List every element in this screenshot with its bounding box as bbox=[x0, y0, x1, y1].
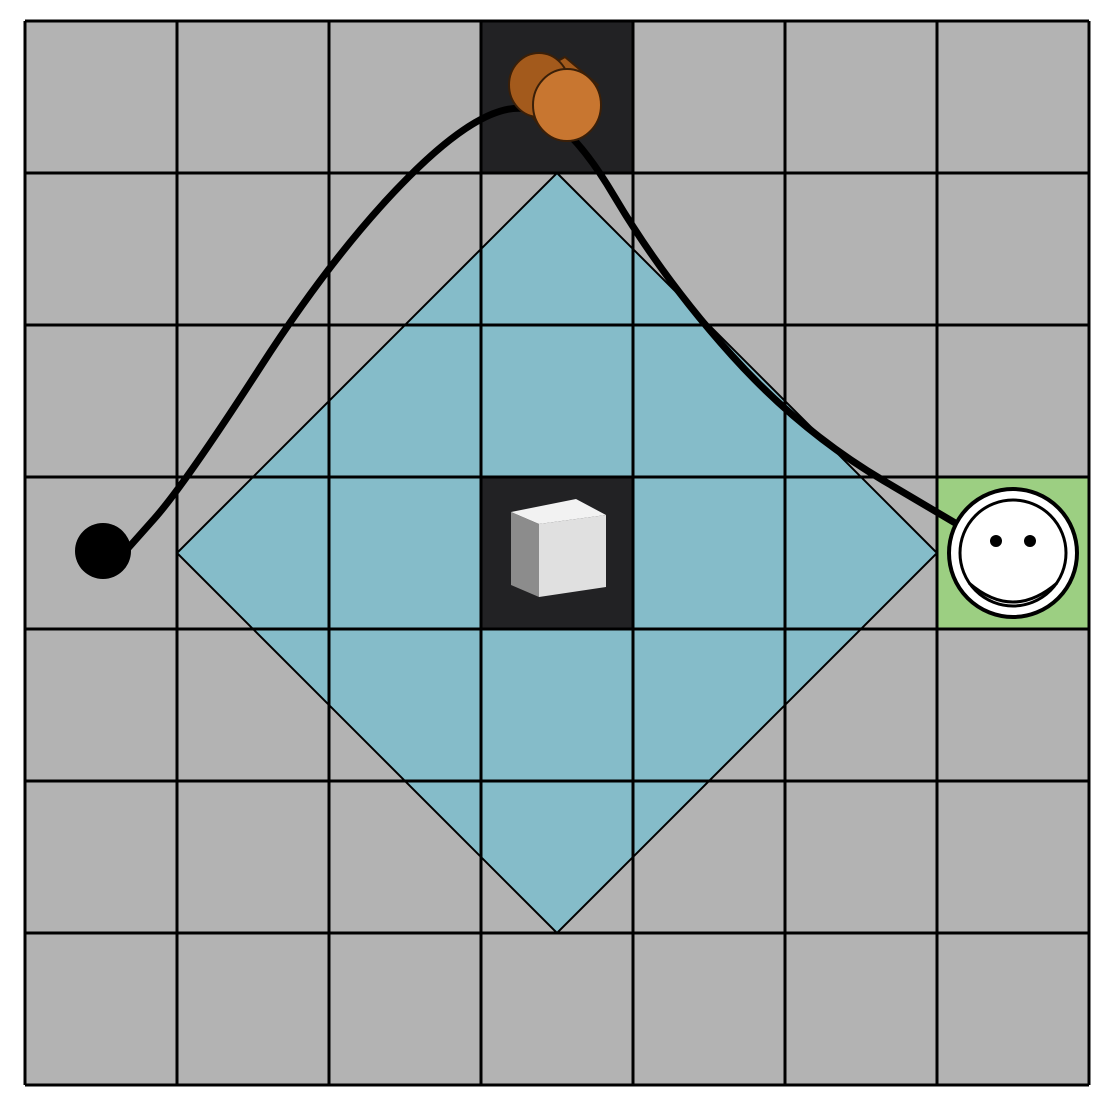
robot-face-icon bbox=[947, 487, 1079, 619]
barrel-lid bbox=[532, 68, 602, 142]
floor-cell bbox=[25, 325, 177, 477]
floor-cell bbox=[785, 933, 937, 1085]
floor-cell bbox=[937, 933, 1089, 1085]
floor-cell bbox=[785, 173, 937, 325]
floor-cell bbox=[633, 21, 785, 173]
floor-cell bbox=[25, 933, 177, 1085]
floor-cell bbox=[633, 933, 785, 1085]
floor-cell bbox=[25, 781, 177, 933]
floor-cell bbox=[785, 781, 937, 933]
robot-head bbox=[958, 498, 1068, 608]
floor-cell bbox=[785, 21, 937, 173]
floor-cell bbox=[329, 21, 481, 173]
floor-cell bbox=[937, 173, 1089, 325]
robot-chin-line bbox=[968, 581, 1058, 604]
floor-cell bbox=[25, 21, 177, 173]
floor-cell bbox=[25, 173, 177, 325]
cube-front-face bbox=[539, 515, 606, 597]
floor-cell bbox=[937, 325, 1089, 477]
floor-cell bbox=[25, 629, 177, 781]
robot-left-eye bbox=[990, 535, 1002, 547]
agent-path-trail bbox=[120, 104, 971, 557]
start-dot-icon bbox=[75, 523, 131, 579]
floor-cell bbox=[177, 933, 329, 1085]
floor-cell bbox=[329, 933, 481, 1085]
floor-cell bbox=[937, 629, 1089, 781]
floor-cell bbox=[481, 933, 633, 1085]
barrel-icon bbox=[508, 52, 602, 142]
cube-side-face bbox=[511, 512, 539, 597]
floor-cell bbox=[937, 781, 1089, 933]
floor-cell bbox=[177, 21, 329, 173]
floor-cell bbox=[937, 21, 1089, 173]
robot-right-eye bbox=[1024, 535, 1036, 547]
cube-top-face bbox=[511, 499, 606, 524]
floor-cell bbox=[177, 781, 329, 933]
cube-icon bbox=[511, 499, 606, 597]
